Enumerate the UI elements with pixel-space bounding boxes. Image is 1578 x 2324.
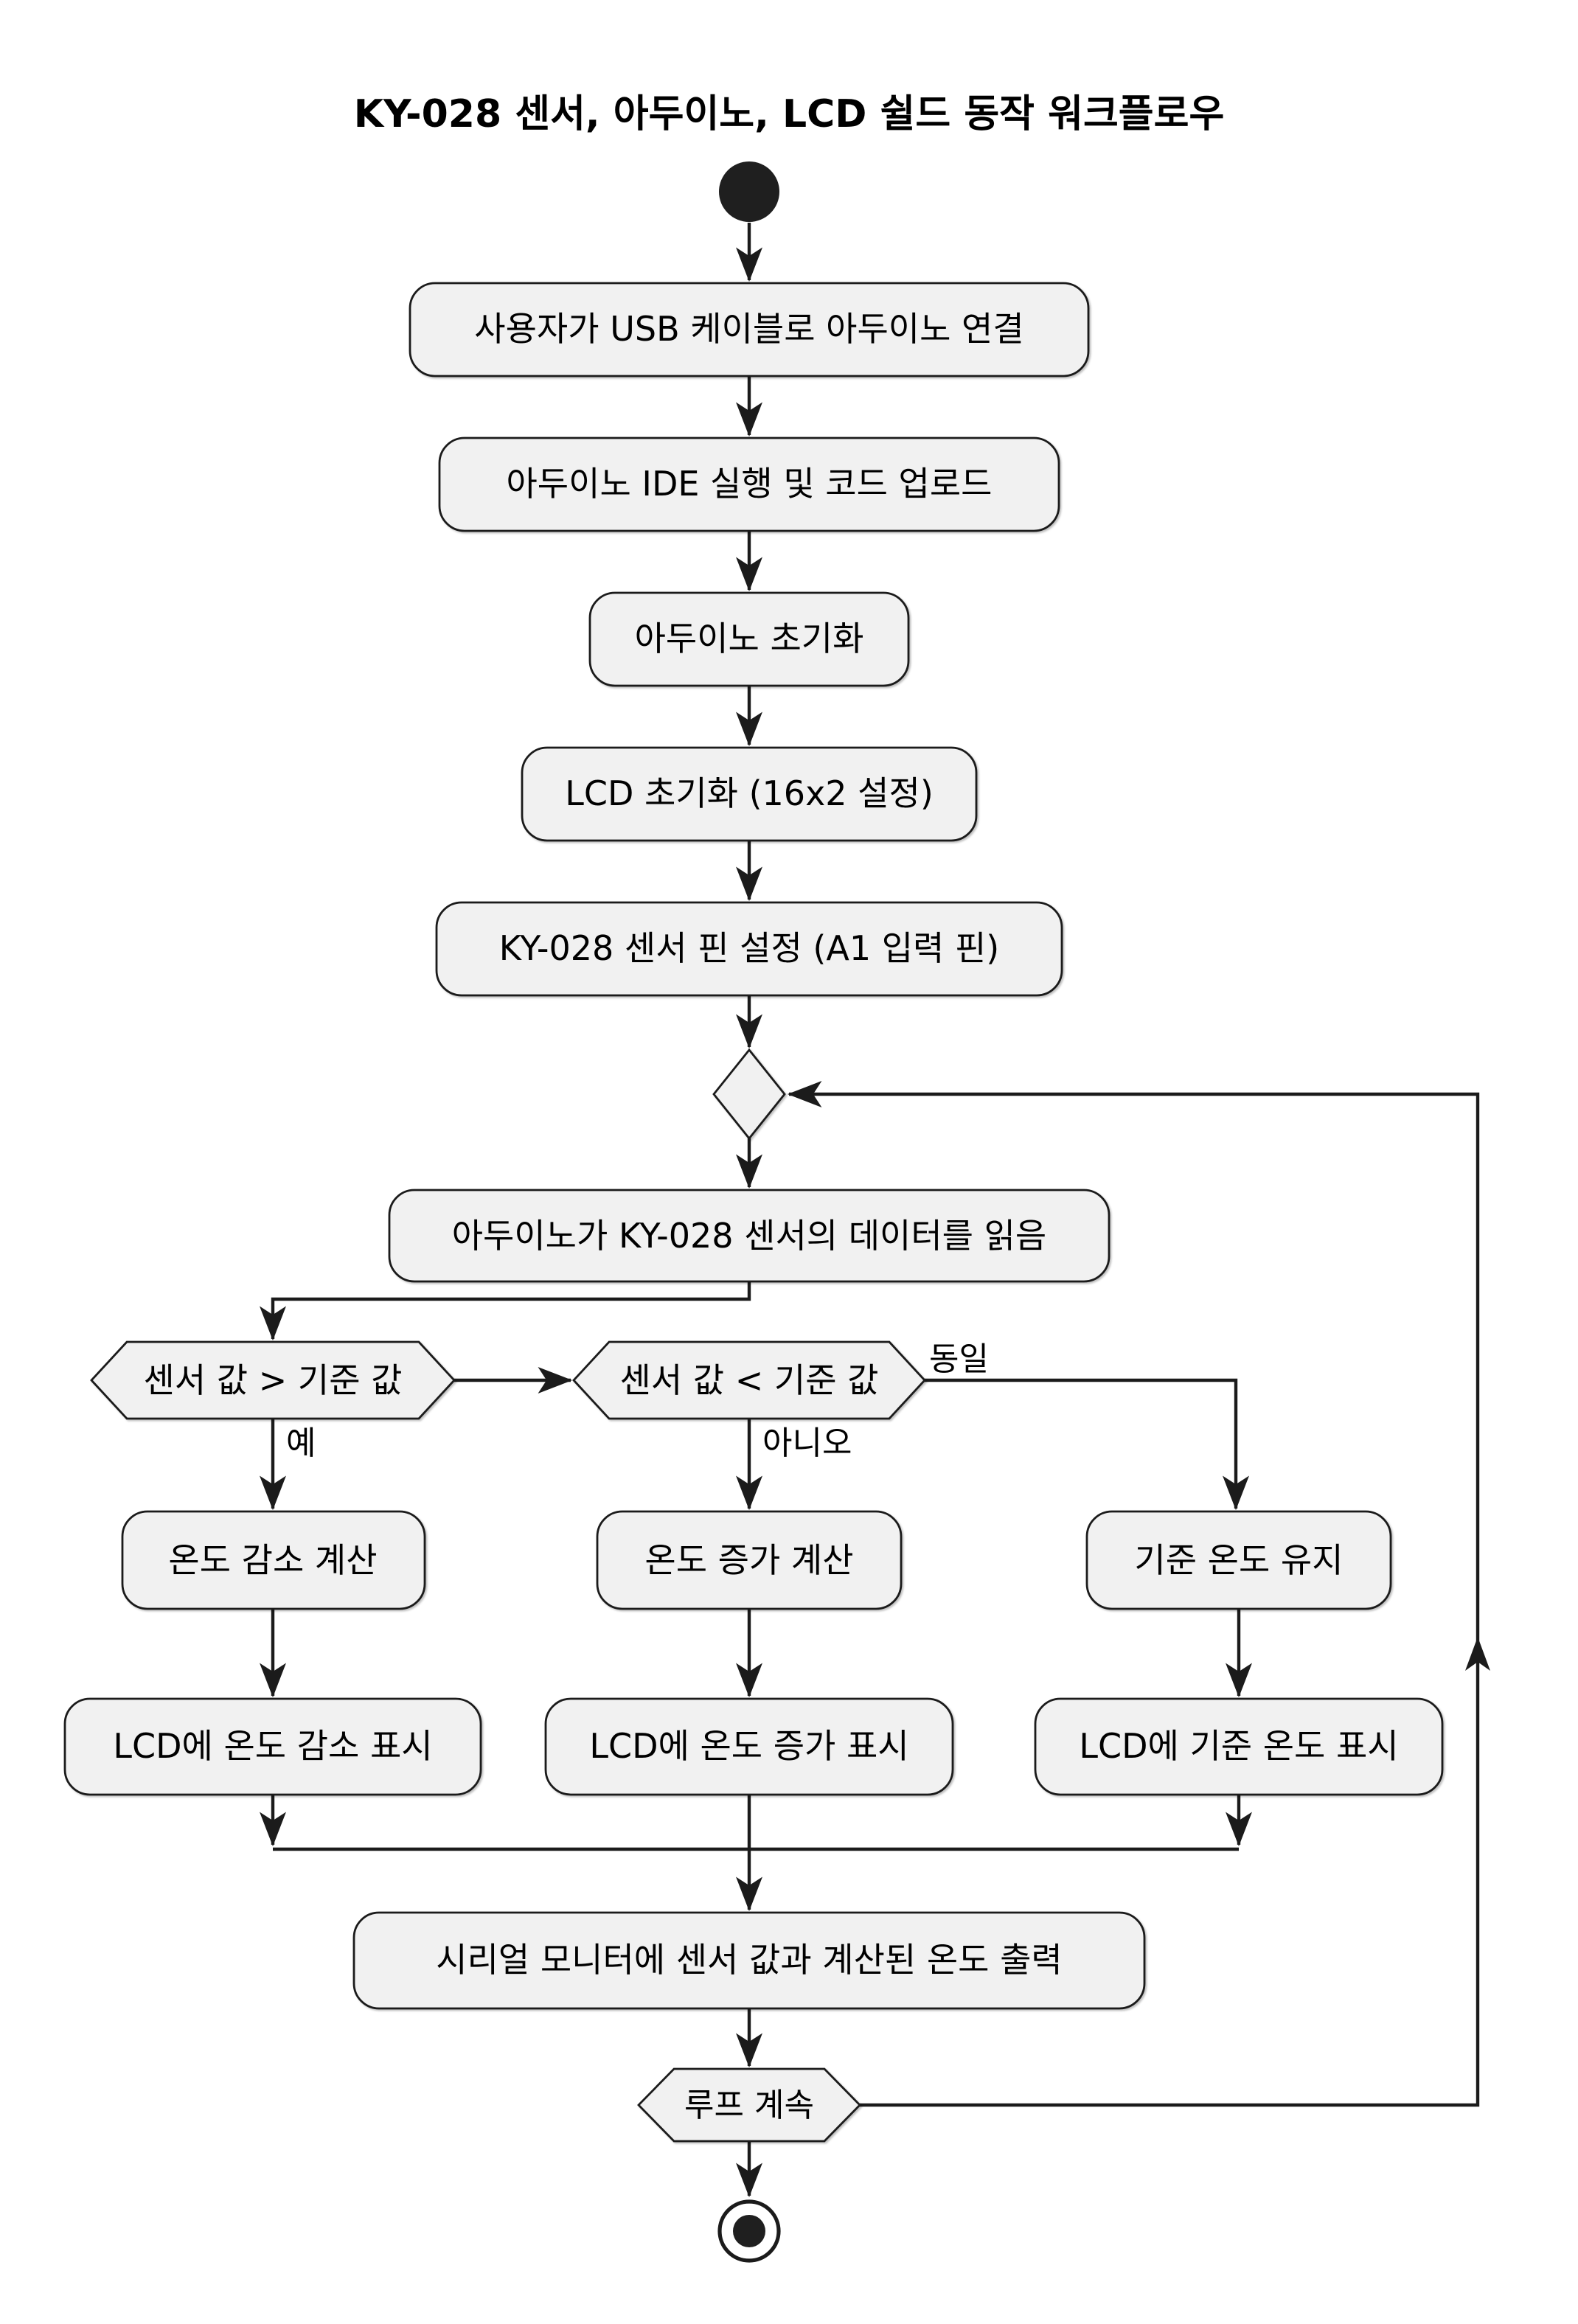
edge-cond-lt-equal-to-keep-base [925, 1378, 1249, 1511]
edge-label-equal: 동일 [929, 1340, 989, 1378]
lcd-init-box [521, 746, 978, 842]
loop-back-line [787, 1081, 1480, 2107]
node-cond-gt: 센서 값 > 기준 값 [90, 1340, 456, 1420]
end-node-inner-dot [733, 2215, 765, 2247]
node-lcd-down: LCD에 온도 감소 표시 [63, 1697, 482, 1796]
node-sensor-pin: KY-028 센서 핀 설정 (A1 입력 핀) [435, 901, 1063, 997]
cond-lt-label: 센서 값 < 기준 값 [620, 1360, 879, 1400]
node-calc-up: 온도 증가 계산 [596, 1510, 903, 1610]
diagram-title: KY-028 센서, 아두이노, LCD 쉴드 동작 워크플로우 [354, 92, 1225, 136]
lcd-base-label: LCD에 기준 온도 표시 [1079, 1726, 1398, 1766]
node-arduino-init: 아두이노 초기화 [588, 591, 910, 687]
read-sensor-label: 아두이노가 KY-028 센서의 데이터를 읽음 [452, 1216, 1047, 1256]
keep-base-label: 기준 온도 유지 [1134, 1540, 1343, 1580]
lcd-down-box [63, 1697, 482, 1796]
serial-out-label: 시리얼 모니터에 센서 값과 계산된 온도 출력 [436, 1940, 1063, 1980]
cond-gt-label: 센서 값 > 기준 값 [144, 1360, 403, 1400]
edge-label-yes: 예 [286, 1424, 316, 1462]
sensor-pin-label: KY-028 센서 핀 설정 (A1 입력 핀) [499, 928, 999, 968]
arduino-init-box [588, 591, 910, 687]
calc-down-box [121, 1510, 426, 1610]
edge-loop-back-to-merge-diamond [787, 1081, 1490, 2107]
node-usb-connect: 사용자가 USB 케이블로 아두이노 연결 [409, 282, 1090, 378]
calc-down-label: 온도 감소 계산 [168, 1540, 377, 1580]
lcd-up-box [544, 1697, 954, 1796]
read-sensor-box [388, 1189, 1110, 1283]
sensor-pin-box [435, 901, 1063, 997]
node-keep-base: 기준 온도 유지 [1085, 1510, 1392, 1610]
start-node [719, 161, 779, 222]
cond-gt-hexagon [90, 1340, 456, 1420]
usb-connect-box [409, 282, 1090, 378]
calc-up-label: 온도 증가 계산 [644, 1540, 853, 1580]
node-ide-upload: 아두이노 IDE 실행 및 코드 업로드 [438, 436, 1060, 532]
node-lcd-base: LCD에 기준 온도 표시 [1034, 1697, 1444, 1796]
node-serial-out: 시리얼 모니터에 센서 값과 계산된 온도 출력 [352, 1911, 1146, 2010]
edge-label-no: 아니오 [762, 1424, 852, 1462]
end-node [717, 2199, 781, 2263]
arduino-init-label: 아두이노 초기화 [635, 619, 864, 658]
lcd-up-label: LCD에 온도 증가 표시 [589, 1726, 908, 1766]
keep-base-box [1085, 1510, 1392, 1610]
calc-up-box [596, 1510, 903, 1610]
serial-out-box [352, 1911, 1146, 2010]
node-cond-lt: 센서 값 < 기준 값 [572, 1340, 926, 1420]
lcd-down-label: LCD에 온도 감소 표시 [113, 1726, 432, 1766]
loop-back-up-arrow-icon [1465, 1637, 1490, 1671]
node-calc-down: 온도 감소 계산 [121, 1510, 426, 1610]
lcd-init-label: LCD 초기화 (16x2 설정) [565, 773, 934, 813]
loop-continue-label: 루프 계속 [684, 2087, 814, 2124]
lcd-base-box [1034, 1697, 1444, 1796]
node-loop-continue: 루프 계속 [637, 2067, 861, 2143]
loop-continue-hexagon [637, 2067, 861, 2143]
merge-diamond [712, 1048, 786, 1141]
ide-upload-label: 아두이노 IDE 실행 및 코드 업로드 [506, 464, 992, 504]
node-read-sensor: 아두이노가 KY-028 센서의 데이터를 읽음 [388, 1189, 1110, 1283]
edge-read-sensor-to-cond-gt [260, 1281, 751, 1341]
usb-connect-label: 사용자가 USB 케이블로 아두이노 연결 [474, 309, 1023, 349]
cond-lt-hexagon [572, 1340, 926, 1420]
node-lcd-init: LCD 초기화 (16x2 설정) [521, 746, 978, 842]
ide-upload-box [438, 436, 1060, 532]
node-lcd-up: LCD에 온도 증가 표시 [544, 1697, 954, 1796]
